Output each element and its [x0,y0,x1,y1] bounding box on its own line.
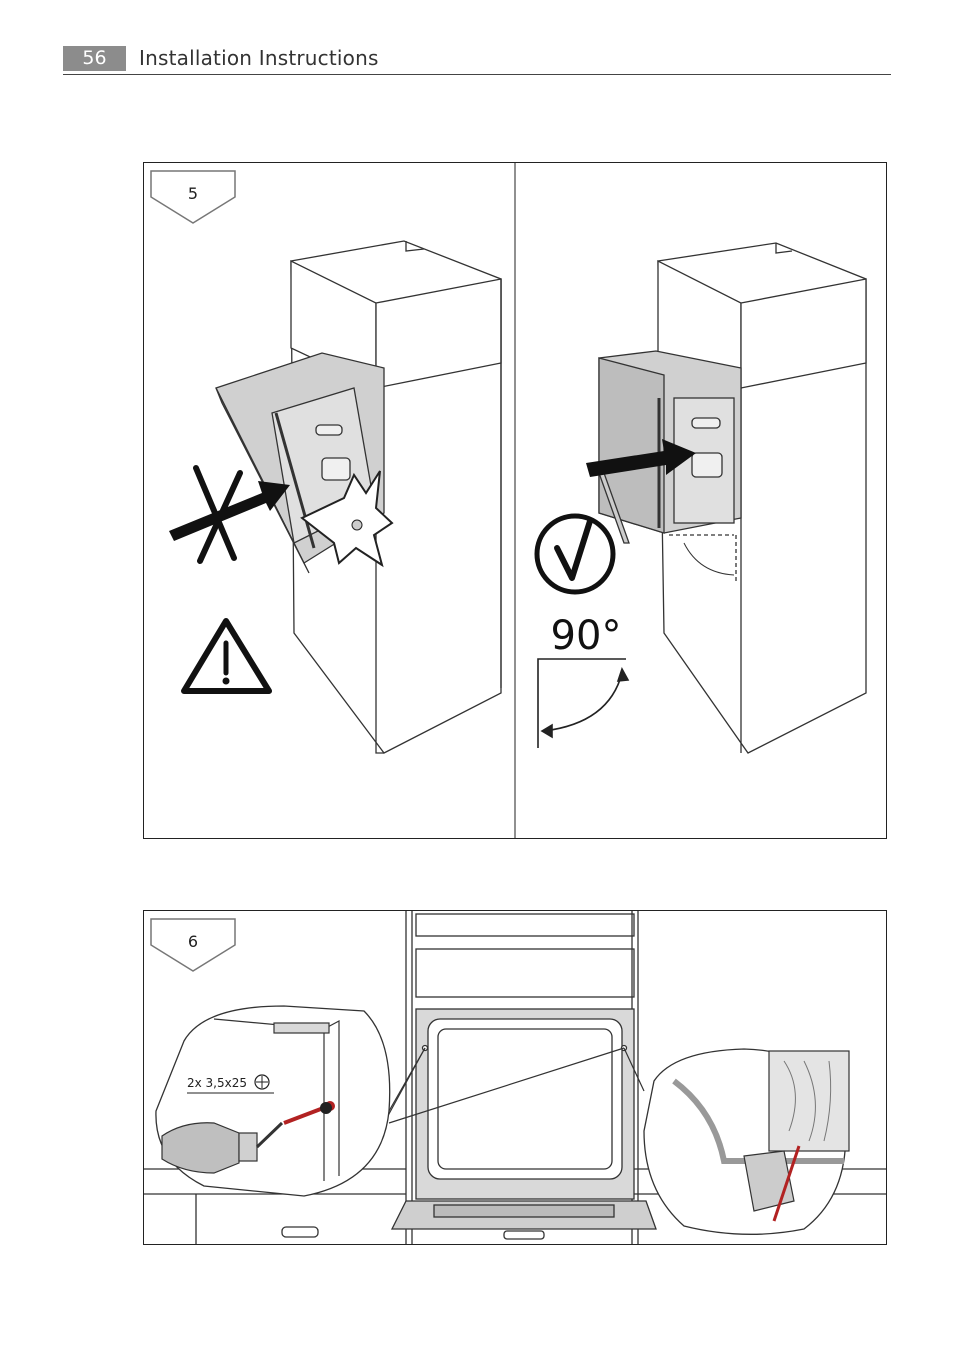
step-5-figure: 5 [143,162,887,839]
step-number: 6 [188,932,198,951]
step-tag: 6 [151,919,235,971]
angle-label: 90° [551,613,622,659]
step-6-figure: 6 [143,910,887,1245]
step-5-illustration: 5 [144,163,886,838]
step-tag: 5 [151,171,235,223]
page-title: Installation Instructions [139,46,379,71]
screw-spec: 2x 3,5x25 [187,1076,247,1090]
step-number: 5 [188,184,198,203]
oven-front [392,1009,656,1239]
drill-zoom-callout: 2x 3,5x25 [156,1006,390,1196]
step-6-illustration: 6 [144,911,886,1244]
page-header: 56 Installation Instructions [63,46,891,74]
checkmark-circle-icon [537,516,613,592]
anchor-zoom-callout [644,1049,849,1234]
angle-arc-icon [538,659,628,748]
wrong-installation-panel [169,241,501,753]
page-number: 56 [63,46,126,71]
warning-triangle-icon [184,621,269,691]
header-divider [63,74,891,75]
phillips-screw-icon [255,1075,269,1089]
correct-installation-panel: 90° [537,243,866,753]
